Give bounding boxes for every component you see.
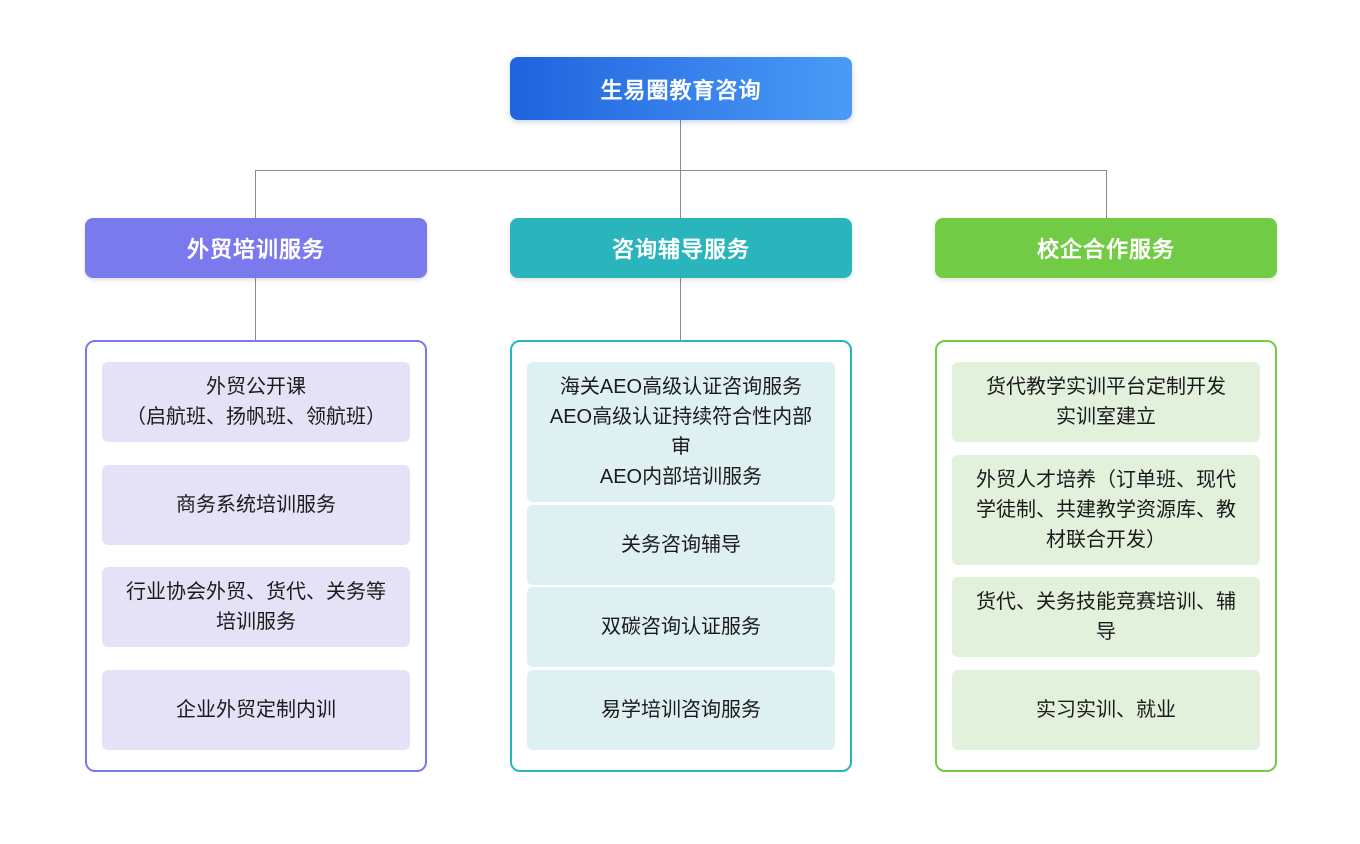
- connector-branch1-drop: [255, 170, 256, 218]
- branch-container-school-enterprise: 货代教学实训平台定制开发 实训室建立 外贸人才培养（订单班、现代学徒制、共建教学…: [935, 340, 1277, 772]
- leaf-item: 商务系统培训服务: [102, 464, 410, 545]
- leaf-item: 行业协会外贸、货代、关务等培训服务: [102, 567, 410, 648]
- leaf-item: 货代、关务技能竞赛培训、辅导: [952, 577, 1260, 658]
- connector-branch2-drop: [680, 170, 681, 218]
- leaf-item: 易学培训咨询服务: [527, 669, 835, 750]
- branch-header-trade-training: 外贸培训服务: [85, 218, 427, 278]
- connector-branch2-container: [680, 278, 681, 340]
- leaf-item: 企业外贸定制内训: [102, 669, 410, 750]
- connector-branch3-drop: [1106, 170, 1107, 218]
- leaf-item: 货代教学实训平台定制开发 实训室建立: [952, 362, 1260, 442]
- branch-header-consulting: 咨询辅导服务: [510, 218, 852, 278]
- leaf-item: 关务咨询辅导: [527, 504, 835, 585]
- root-node: 生易圈教育咨询: [510, 57, 852, 120]
- leaf-item: 海关AEO高级认证咨询服务 AEO高级认证持续符合性内部审 AEO内部培训服务: [527, 362, 835, 502]
- branch-container-trade-training: 外贸公开课 （启航班、扬帆班、领航班） 商务系统培训服务 行业协会外贸、货代、关…: [85, 340, 427, 772]
- connector-branch1-container: [255, 278, 256, 340]
- branch-container-consulting: 海关AEO高级认证咨询服务 AEO高级认证持续符合性内部审 AEO内部培训服务 …: [510, 340, 852, 772]
- connector-root-vertical: [680, 120, 681, 170]
- leaf-item: 实习实训、就业: [952, 669, 1260, 750]
- leaf-item: 外贸公开课 （启航班、扬帆班、领航班）: [102, 362, 410, 442]
- connector-horizontal: [255, 170, 1107, 171]
- leaf-item: 外贸人才培养（订单班、现代学徒制、共建教学资源库、教材联合开发）: [952, 454, 1260, 565]
- branch-header-school-enterprise: 校企合作服务: [935, 218, 1277, 278]
- leaf-item: 双碳咨询认证服务: [527, 587, 835, 668]
